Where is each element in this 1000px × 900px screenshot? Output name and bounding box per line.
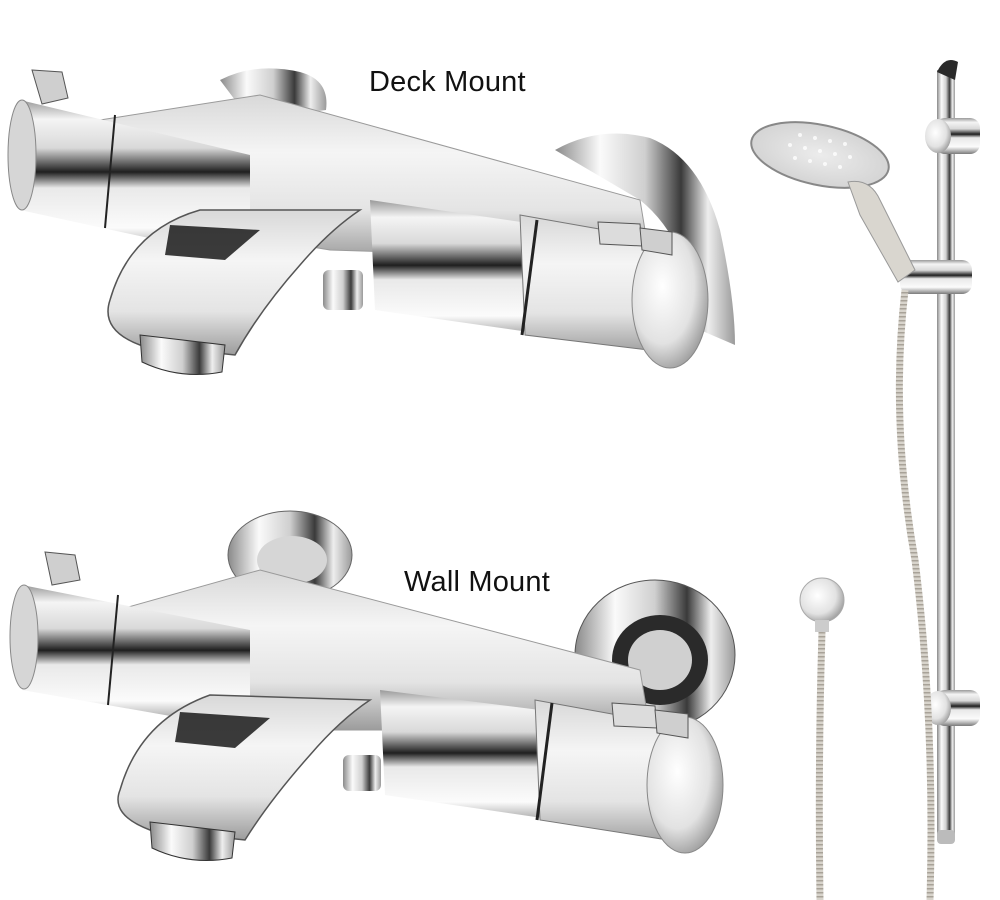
rail-top-cap — [937, 59, 958, 80]
wall-left-button — [44, 551, 81, 586]
wall-mount-faucet — [9, 510, 736, 861]
deck-mount-faucet — [7, 68, 735, 375]
deck-safety-button — [639, 227, 673, 256]
sliding-bracket — [900, 260, 972, 294]
deck-spout-outlet — [139, 334, 226, 375]
deck-left-button — [31, 69, 69, 105]
deck-mount-caption: Deck Mount — [369, 66, 526, 98]
deck-diverter — [323, 270, 363, 310]
wall-outlet-elbow — [799, 577, 845, 623]
wall-diverter — [343, 755, 381, 791]
shower-riser-kit — [750, 59, 980, 900]
wall-safety-button — [654, 709, 689, 739]
handset-handle — [847, 180, 916, 283]
deck-leg-rear-right — [555, 133, 735, 345]
wall-mount-caption: Wall Mount — [404, 566, 550, 598]
outlet-hose — [815, 631, 826, 900]
wall-spout-outlet — [149, 821, 236, 861]
shower-hose — [895, 289, 935, 900]
shower-head — [750, 121, 890, 189]
